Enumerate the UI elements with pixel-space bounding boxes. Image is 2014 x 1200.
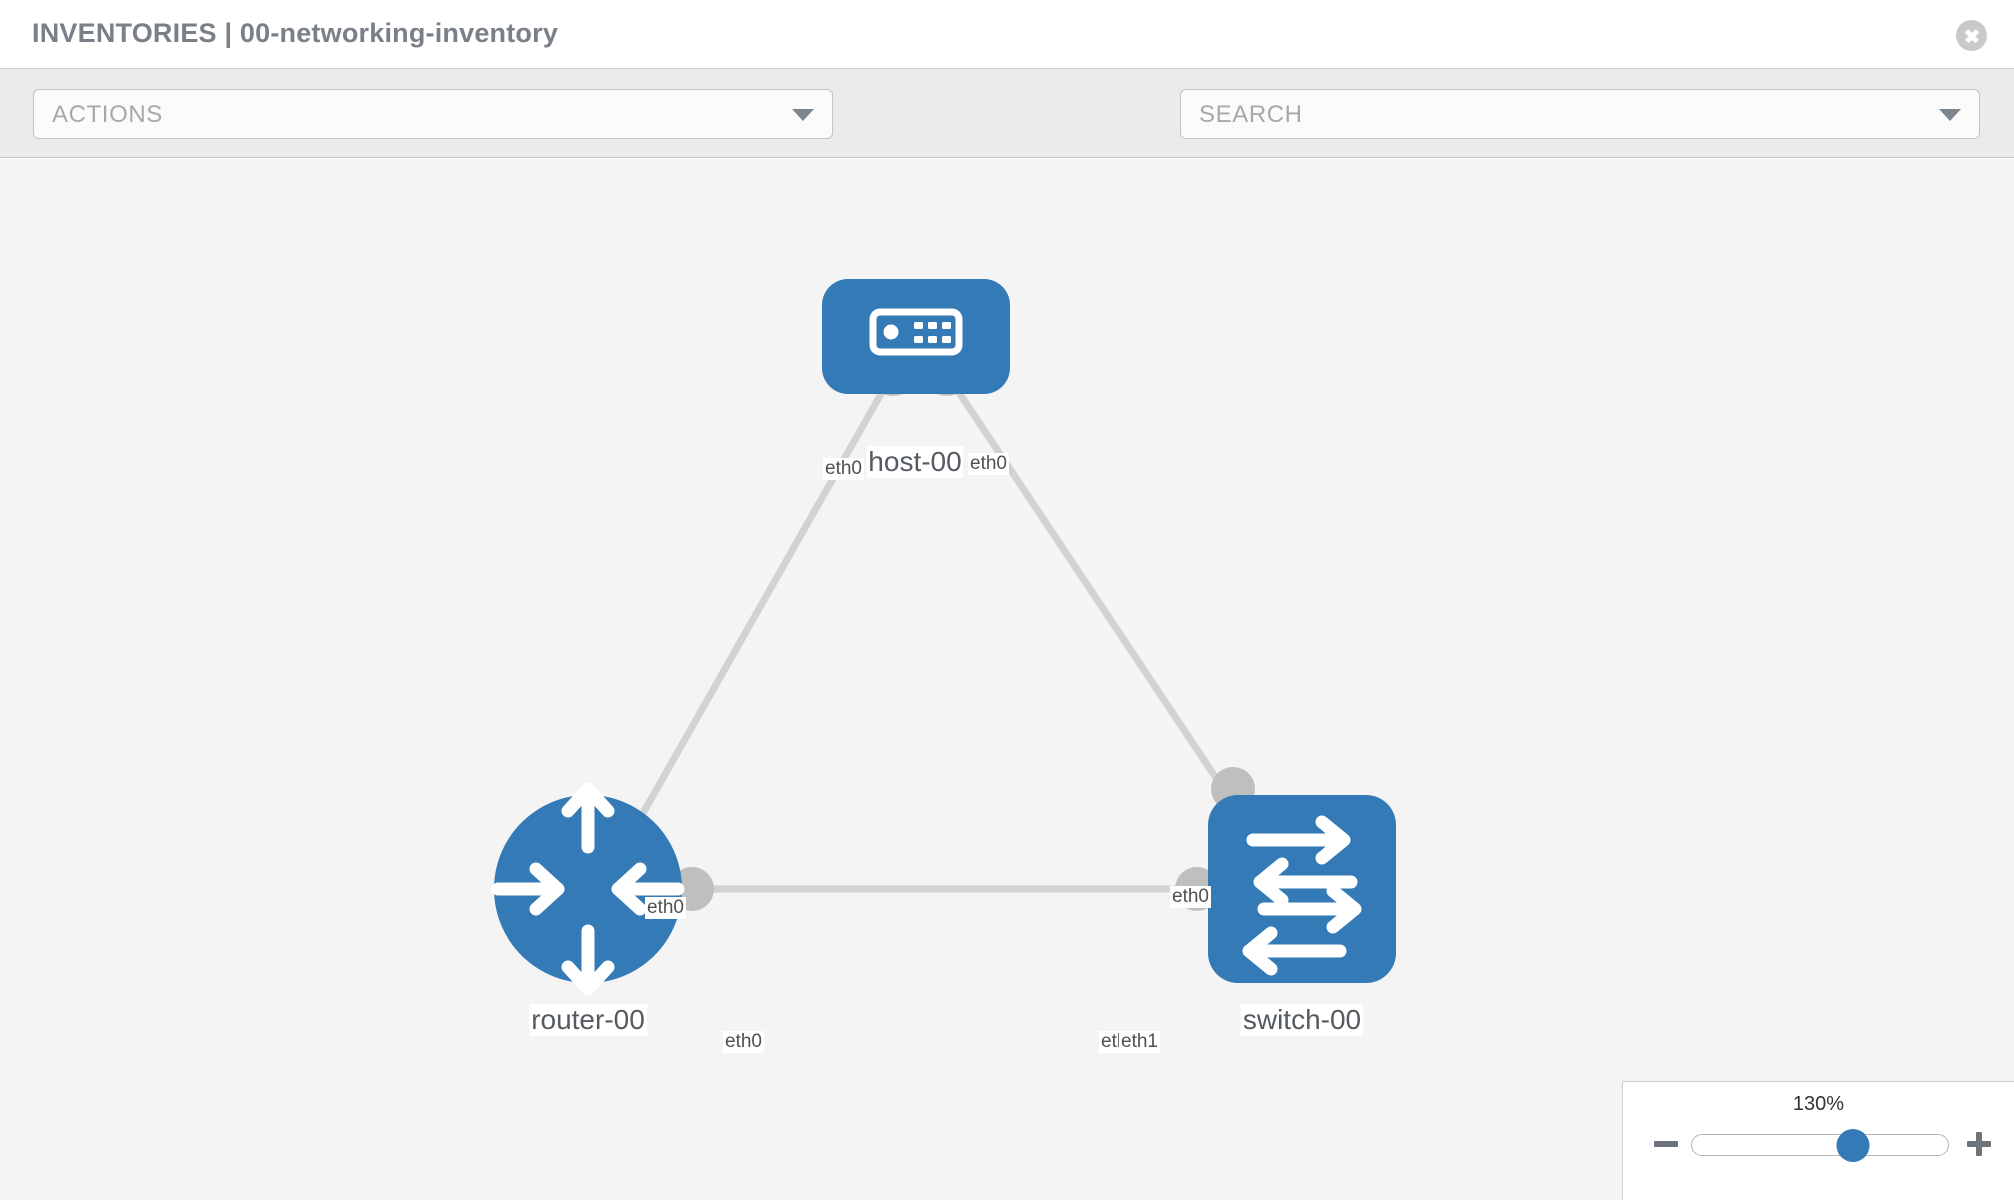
title-bar: INVENTORIES | 00-networking-inventory <box>0 0 2014 69</box>
zoom-control-panel: 130% <box>1622 1081 2014 1200</box>
graph-edges <box>588 362 1302 893</box>
chevron-down-icon <box>792 109 814 121</box>
node-switch-00 <box>1208 795 1396 983</box>
node-label-router-00: router-00 <box>529 1004 647 1036</box>
zoom-percent-label: 130% <box>1792 1093 1845 1115</box>
topology-canvas[interactable]: host-00 router-00 switch-00 eth0 eth0 et… <box>0 159 2014 1200</box>
node-router-00 <box>491 782 685 996</box>
edge-label-router-right-eth: eth0 <box>723 1031 764 1053</box>
edge-label-host-right-eth: eth0 <box>968 453 1009 475</box>
zoom-slider-thumb[interactable] <box>1836 1129 1870 1162</box>
toolbar: ACTIONS SEARCH <box>0 69 2014 200</box>
actions-dropdown[interactable]: ACTIONS <box>33 89 833 139</box>
edge-label-switch-up-eth: eth0 <box>1170 886 1211 908</box>
zoom-out-button[interactable] <box>1653 1131 1679 1157</box>
page-title: INVENTORIES | 00-networking-inventory <box>32 18 559 48</box>
chevron-down-icon[interactable] <box>1939 109 1961 121</box>
node-label-switch-00: switch-00 <box>1240 1004 1364 1036</box>
topology-graph <box>491 279 1396 996</box>
actions-dropdown-label: ACTIONS <box>52 101 163 128</box>
edge-label-switch-left-eth: eth1 <box>1119 1031 1160 1053</box>
node-host-00 <box>822 279 1010 394</box>
node-label-host-00: host-00 <box>866 446 964 478</box>
close-icon[interactable] <box>1956 20 1987 51</box>
edge-label-host-left-eth: eth0 <box>823 458 864 480</box>
graph-endpoints <box>570 352 1255 911</box>
search-input[interactable]: SEARCH <box>1180 89 1980 139</box>
edge-host-router <box>596 362 902 891</box>
zoom-slider[interactable] <box>1691 1129 1949 1162</box>
edge-label-router-up-eth: eth0 <box>645 897 686 919</box>
search-placeholder: SEARCH <box>1199 101 1303 128</box>
zoom-in-button[interactable] <box>1966 1131 1992 1157</box>
